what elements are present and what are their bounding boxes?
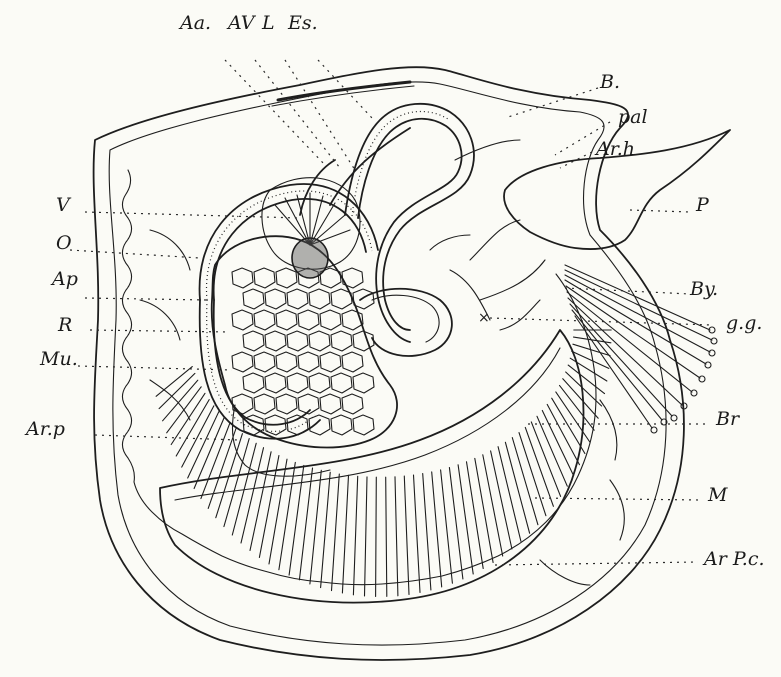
label-ap: Ap bbox=[52, 270, 78, 289]
label-aa: Aa. bbox=[180, 14, 211, 33]
gland-cell bbox=[331, 289, 352, 309]
gland-cell bbox=[254, 268, 275, 288]
gill-outline bbox=[160, 330, 583, 603]
label-o: O bbox=[56, 234, 72, 253]
gland-cell bbox=[309, 415, 330, 435]
gland-cell bbox=[243, 331, 264, 351]
gland-cell bbox=[287, 289, 308, 309]
label-r: R bbox=[58, 316, 72, 335]
ventricle bbox=[292, 238, 328, 278]
gill-striation bbox=[241, 448, 264, 543]
gill-striation bbox=[342, 475, 348, 593]
label-v: V bbox=[56, 196, 70, 215]
label-p: P bbox=[696, 196, 709, 215]
gill-striation bbox=[353, 476, 357, 595]
gland-cell bbox=[232, 268, 253, 288]
gland-cell bbox=[276, 310, 297, 330]
gill-striation bbox=[552, 398, 585, 453]
gill-striation bbox=[547, 404, 579, 464]
gill-striation bbox=[310, 470, 321, 584]
gland-cell bbox=[342, 394, 363, 414]
gland-cell bbox=[254, 394, 275, 414]
gland-cell bbox=[298, 352, 319, 372]
gland-cell bbox=[309, 331, 330, 351]
gill-striation bbox=[321, 472, 331, 587]
gill-striation bbox=[332, 474, 340, 591]
label-es: Es. bbox=[288, 14, 318, 33]
gland-cell bbox=[265, 289, 286, 309]
gland-cell bbox=[287, 373, 308, 393]
gland-cell bbox=[331, 415, 352, 435]
gill-striation bbox=[491, 451, 512, 549]
gland-cell bbox=[331, 331, 352, 351]
gland-cell bbox=[232, 352, 253, 372]
gill-striation bbox=[404, 476, 409, 594]
gill-striation bbox=[423, 474, 431, 590]
gill-striation bbox=[395, 477, 398, 596]
gland-cell bbox=[353, 415, 374, 435]
gland-cell bbox=[254, 352, 275, 372]
gland-cell bbox=[342, 268, 363, 288]
gland-cell bbox=[320, 352, 341, 372]
gland-cell bbox=[232, 310, 253, 330]
label-mu: Mu. bbox=[40, 350, 78, 369]
label-arp: Ar.p bbox=[26, 420, 65, 439]
gland-cell bbox=[342, 352, 363, 372]
gland-cell bbox=[276, 352, 297, 372]
label-m: M bbox=[708, 486, 727, 505]
gland-cell bbox=[298, 310, 319, 330]
gill-striation bbox=[386, 477, 387, 596]
gill-striation bbox=[176, 400, 209, 456]
label-ar-pc: Ar P.c. bbox=[704, 550, 765, 569]
label-arh: Ar.h bbox=[596, 140, 635, 159]
label-av: AV bbox=[228, 14, 255, 33]
gland-cell bbox=[276, 268, 297, 288]
gill-striation bbox=[182, 406, 214, 467]
gill-striation bbox=[414, 475, 421, 593]
gill-striation bbox=[570, 358, 607, 381]
gland-cell bbox=[243, 373, 264, 393]
gill-striation bbox=[432, 472, 442, 587]
gland-cell bbox=[232, 394, 253, 414]
gland-cell bbox=[320, 310, 341, 330]
gill-striation bbox=[441, 470, 453, 583]
label-pal: pal bbox=[618, 108, 648, 127]
gill-striation bbox=[483, 455, 503, 556]
gland-cell bbox=[276, 394, 297, 414]
cross-marker: × bbox=[478, 310, 490, 326]
label-by: By. bbox=[690, 280, 718, 299]
gland-cell bbox=[320, 394, 341, 414]
gland-cell bbox=[309, 373, 330, 393]
label-l: L bbox=[262, 14, 275, 33]
gill-striation bbox=[250, 452, 271, 551]
gland-cell bbox=[287, 331, 308, 351]
label-b: B. bbox=[600, 73, 620, 92]
label-br: Br bbox=[716, 410, 739, 429]
label-gg: g.g. bbox=[726, 314, 762, 333]
gill-striation bbox=[365, 477, 368, 596]
gill-striation bbox=[556, 392, 590, 442]
gland-cells bbox=[232, 268, 374, 435]
gill-striation bbox=[279, 462, 295, 569]
gland-cell bbox=[353, 289, 374, 309]
gill-striation bbox=[467, 462, 484, 569]
gland-cell bbox=[265, 373, 286, 393]
gland-cell bbox=[254, 310, 275, 330]
gland-cell bbox=[243, 289, 264, 309]
gill-striation bbox=[376, 477, 377, 596]
gland-cell bbox=[353, 373, 374, 393]
gill-striation bbox=[475, 458, 493, 562]
gland-cell bbox=[331, 373, 352, 393]
gill-striation bbox=[498, 447, 521, 542]
gland-cell bbox=[265, 331, 286, 351]
gland-cell bbox=[309, 289, 330, 309]
